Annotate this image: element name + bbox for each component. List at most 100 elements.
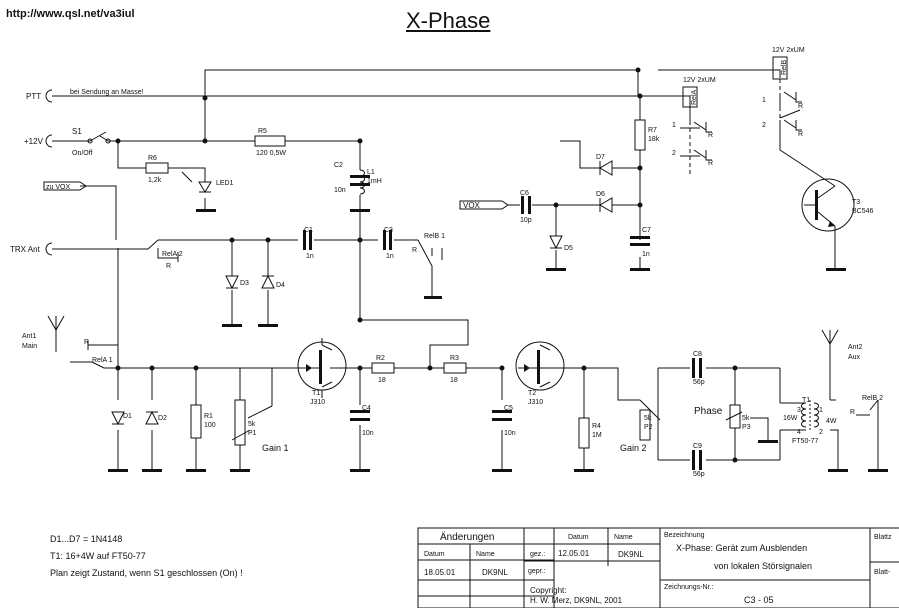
tr1-ref: T1 xyxy=(802,397,810,404)
r2-value: 18 xyxy=(378,377,386,384)
junction-dots xyxy=(115,67,738,463)
part-labels: R5 120 0,5W R6 1,2k LED1 C2 10n L1 1mH C… xyxy=(123,127,874,478)
tb-znr: Zeichnungs-Nr.: xyxy=(664,584,713,591)
r4-value: 1M xyxy=(592,432,602,439)
r1-value: 100 xyxy=(204,422,216,429)
c2-ref: C2 xyxy=(334,162,343,169)
t3-ref: T3 xyxy=(852,199,860,206)
label-relb-n2: 2 xyxy=(762,122,766,129)
ground-symbols xyxy=(108,209,888,472)
note-diodes: D1...D7 = 1N4148 xyxy=(50,534,123,544)
label-relb2: RelB 2 xyxy=(862,395,883,402)
label-tr-n4: 4 xyxy=(797,429,801,436)
p2-ref: P2 xyxy=(644,424,653,431)
c9-value: 56p xyxy=(693,471,705,478)
c9-ref: C9 xyxy=(693,443,702,450)
transistors xyxy=(297,178,855,391)
t2-value: J310 xyxy=(528,399,543,406)
p2-value: 5k xyxy=(644,415,652,422)
d2-ref: D2 xyxy=(158,415,167,422)
d4-ref: D4 xyxy=(276,282,285,289)
tb-name-val: DK9NL xyxy=(618,550,644,559)
inductor-l1 xyxy=(359,169,365,195)
label-ptt: PTT xyxy=(26,92,41,101)
label-rela1-r: R xyxy=(84,339,89,346)
c3-ref: C3 xyxy=(384,227,393,234)
p3-ref: P3 xyxy=(742,424,751,431)
tr1-core: FT50-77 xyxy=(792,438,819,445)
page-title: X-Phase xyxy=(406,8,491,33)
label-relb-n1: 1 xyxy=(762,97,766,104)
tb-datum-col: Datum xyxy=(424,551,445,558)
tb-blatt2: Blatt- xyxy=(874,569,891,576)
l1-ref: L1 xyxy=(367,169,375,176)
label-rela-r2: R xyxy=(708,160,713,167)
resistors xyxy=(145,119,743,449)
label-relb1: RelB 1 xyxy=(424,233,445,240)
capacitors xyxy=(303,175,702,470)
label-phase: Phase xyxy=(694,406,723,417)
c7-ref: C7 xyxy=(642,227,651,234)
wires xyxy=(52,69,879,470)
note-state: Plan zeigt Zustand, wenn S1 geschlossen … xyxy=(50,568,243,578)
label-gain2: Gain 2 xyxy=(620,443,647,453)
tb-changes: Änderungen xyxy=(440,531,495,543)
d5-ref: D5 xyxy=(564,245,573,252)
label-tr-n1: 1 xyxy=(819,407,823,414)
label-tr-n2: 2 xyxy=(819,429,823,436)
signal-labels: PTT bei Sendung an Masse! +12V S1 On/Off… xyxy=(10,47,883,453)
tb-copyright: Copyright: xyxy=(530,586,566,595)
label-rela2: RelA 2 xyxy=(162,251,183,258)
t2-ref: T2 xyxy=(528,390,536,397)
relay-contacts xyxy=(87,248,879,420)
label-ptt-note: bei Sendung an Masse! xyxy=(70,89,144,96)
label-s1-sub: On/Off xyxy=(72,150,93,157)
label-rela-n2: 2 xyxy=(672,150,676,157)
label-relb-r1: R xyxy=(798,103,803,110)
label-ant2: Ant2 xyxy=(848,344,863,351)
label-trx: TRX Ant xyxy=(10,245,41,254)
source-url[interactable]: http://www.qsl.net/va3iul xyxy=(6,8,135,20)
led1-ref: LED1 xyxy=(216,180,234,187)
p3-value: 5k xyxy=(742,415,750,422)
tb-datum-head: Datum xyxy=(568,534,589,541)
label-rela-coil: RelA xyxy=(691,89,698,105)
r3-value: 18 xyxy=(450,377,458,384)
tb-gez: gez.: xyxy=(530,551,545,558)
c5-value: 10n xyxy=(504,430,516,437)
tb-row-name: DK9NL xyxy=(482,568,508,577)
d3-ref: D3 xyxy=(240,280,249,287)
label-relb1-r: R xyxy=(412,247,417,254)
label-ant1-sub: Main xyxy=(22,343,37,350)
c1-value: 1n xyxy=(306,253,314,260)
transformer-t1 xyxy=(801,400,819,432)
label-rela-r1: R xyxy=(708,132,713,139)
r7-ref: R7 xyxy=(648,127,657,134)
r1-ref: R1 xyxy=(204,413,213,420)
c6-value: 10p xyxy=(520,217,532,224)
t1-value: J310 xyxy=(310,399,325,406)
tr1-secondary: 4W xyxy=(826,418,837,425)
r7-value: 18k xyxy=(648,136,660,143)
label-12v: +12V xyxy=(24,137,44,146)
label-ant2-sub: Aux xyxy=(848,354,861,361)
label-tr-n3: 3 xyxy=(797,407,801,414)
t1-ref: T1 xyxy=(312,390,320,397)
notes: D1...D7 = 1N4148 T1: 16+4W auf FT50-77 P… xyxy=(50,531,243,582)
r5-value: 120 0,5W xyxy=(256,150,286,157)
tb-desc1: X-Phase: Gerät zum Ausblenden xyxy=(676,543,807,553)
tb-desc2: von lokalen Störsignalen xyxy=(714,561,812,571)
tb-row-date: 18.05.01 xyxy=(424,568,456,577)
p1-ref: P1 xyxy=(248,430,257,437)
d7-ref: D7 xyxy=(596,154,605,161)
relay-coils xyxy=(682,56,802,175)
label-relay-b: 12V 2xUM xyxy=(772,47,805,54)
c6-ref: C6 xyxy=(520,190,529,197)
c8-value: 56p xyxy=(693,379,705,386)
title-block: Änderungen Datum Name Datum Name gez.: 1… xyxy=(417,527,899,608)
c8-ref: C8 xyxy=(693,351,702,358)
tb-znr-val: C3 - 05 xyxy=(744,595,774,605)
tb-author: H. W. Merz, DK9NL, 2001 xyxy=(530,596,623,605)
tb-blatt1: Blattz xyxy=(874,534,892,541)
l1-value: 1mH xyxy=(367,178,382,185)
